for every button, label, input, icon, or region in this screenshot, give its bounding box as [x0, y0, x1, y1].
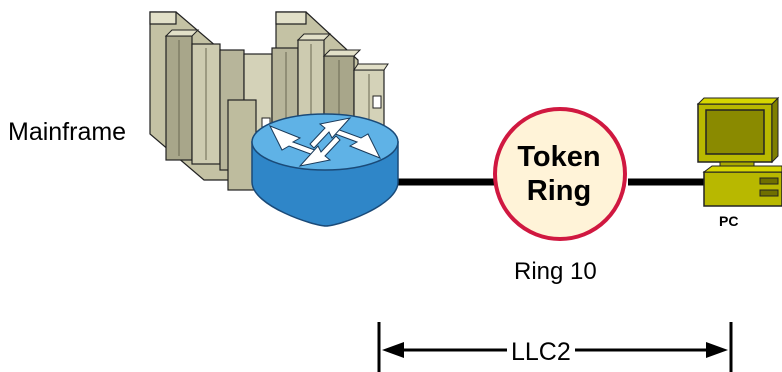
llc2-label: LLC2	[507, 338, 575, 367]
llc2-span	[377, 322, 733, 372]
router-icon	[251, 113, 399, 227]
token-ring-line2: Ring	[526, 175, 592, 207]
mainframe-label: Mainframe	[8, 118, 127, 146]
pc-icon	[696, 96, 782, 207]
ring-id-label: Ring 10	[514, 258, 597, 285]
token-ring-label: Token Ring	[492, 140, 626, 208]
token-ring-line1: Token	[517, 141, 601, 173]
token-ring-node	[493, 107, 627, 241]
pc-label: PC	[719, 213, 739, 229]
arrow-left-icon	[382, 342, 404, 358]
arrow-right-icon	[706, 342, 728, 358]
